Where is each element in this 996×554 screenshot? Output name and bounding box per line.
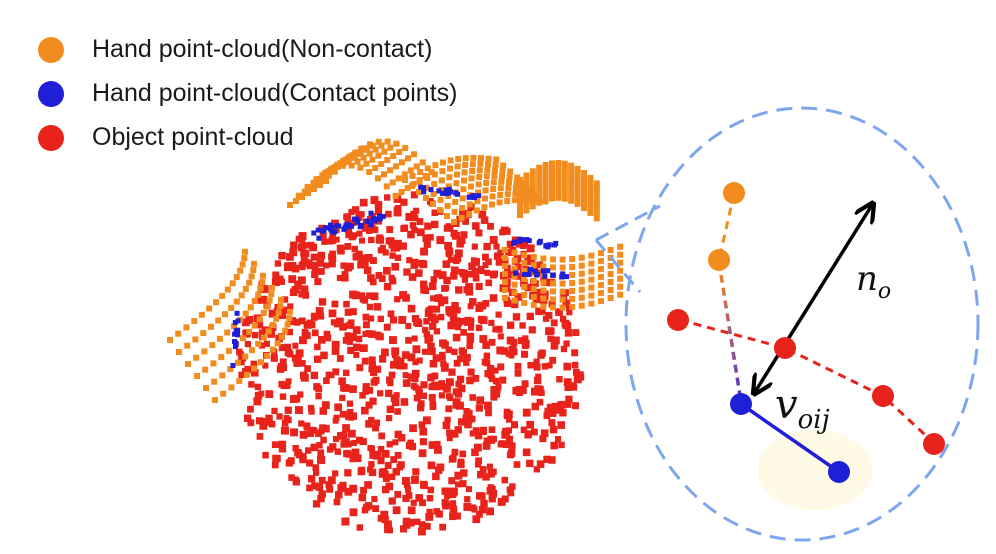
object-point-cloud (236, 191, 585, 536)
contact-segment-line (740, 402, 840, 474)
orange-dot-icon (38, 36, 64, 63)
object-point-4 (923, 433, 945, 455)
object-surface-line (679, 318, 937, 446)
legend-label-object: Object point-cloud (92, 123, 294, 151)
hand-point-upper (723, 182, 745, 204)
hand-point-lower (708, 249, 730, 271)
object-point-2 (774, 337, 796, 359)
inset-zoom: no voij (624, 106, 980, 542)
hand-finger-line (717, 193, 736, 261)
contact-point-cloud (230, 184, 569, 368)
vector-label: voij (775, 382, 830, 435)
contact-point-2 (828, 461, 850, 483)
normal-label: no (856, 259, 891, 304)
inset-connector-top (595, 204, 661, 242)
legend-item-object: Object point-cloud (38, 123, 294, 152)
red-dot-icon (38, 124, 64, 151)
hand-to-contact-line (717, 261, 743, 403)
legend-label-contact: Hand point-cloud(Contact points) (92, 79, 458, 107)
inset-connector-bottom (594, 239, 642, 293)
legend-item-contact: Hand point-cloud(Contact points) (38, 79, 457, 108)
legend-label-non-contact: Hand point-cloud(Non-contact) (92, 35, 433, 63)
normal-arrow (755, 205, 872, 392)
inset-outline (624, 106, 980, 542)
blue-dot-icon (38, 80, 64, 107)
vector-subscript: oij (798, 405, 830, 435)
object-point-3 (872, 385, 894, 407)
hand-point-cloud (167, 138, 624, 403)
normal-subscript: o (878, 279, 891, 304)
object-point-1 (667, 309, 689, 331)
watermark-glow (757, 430, 873, 510)
contact-point-1 (730, 393, 752, 415)
legend-item-non-contact: Hand point-cloud(Non-contact) (38, 35, 432, 64)
